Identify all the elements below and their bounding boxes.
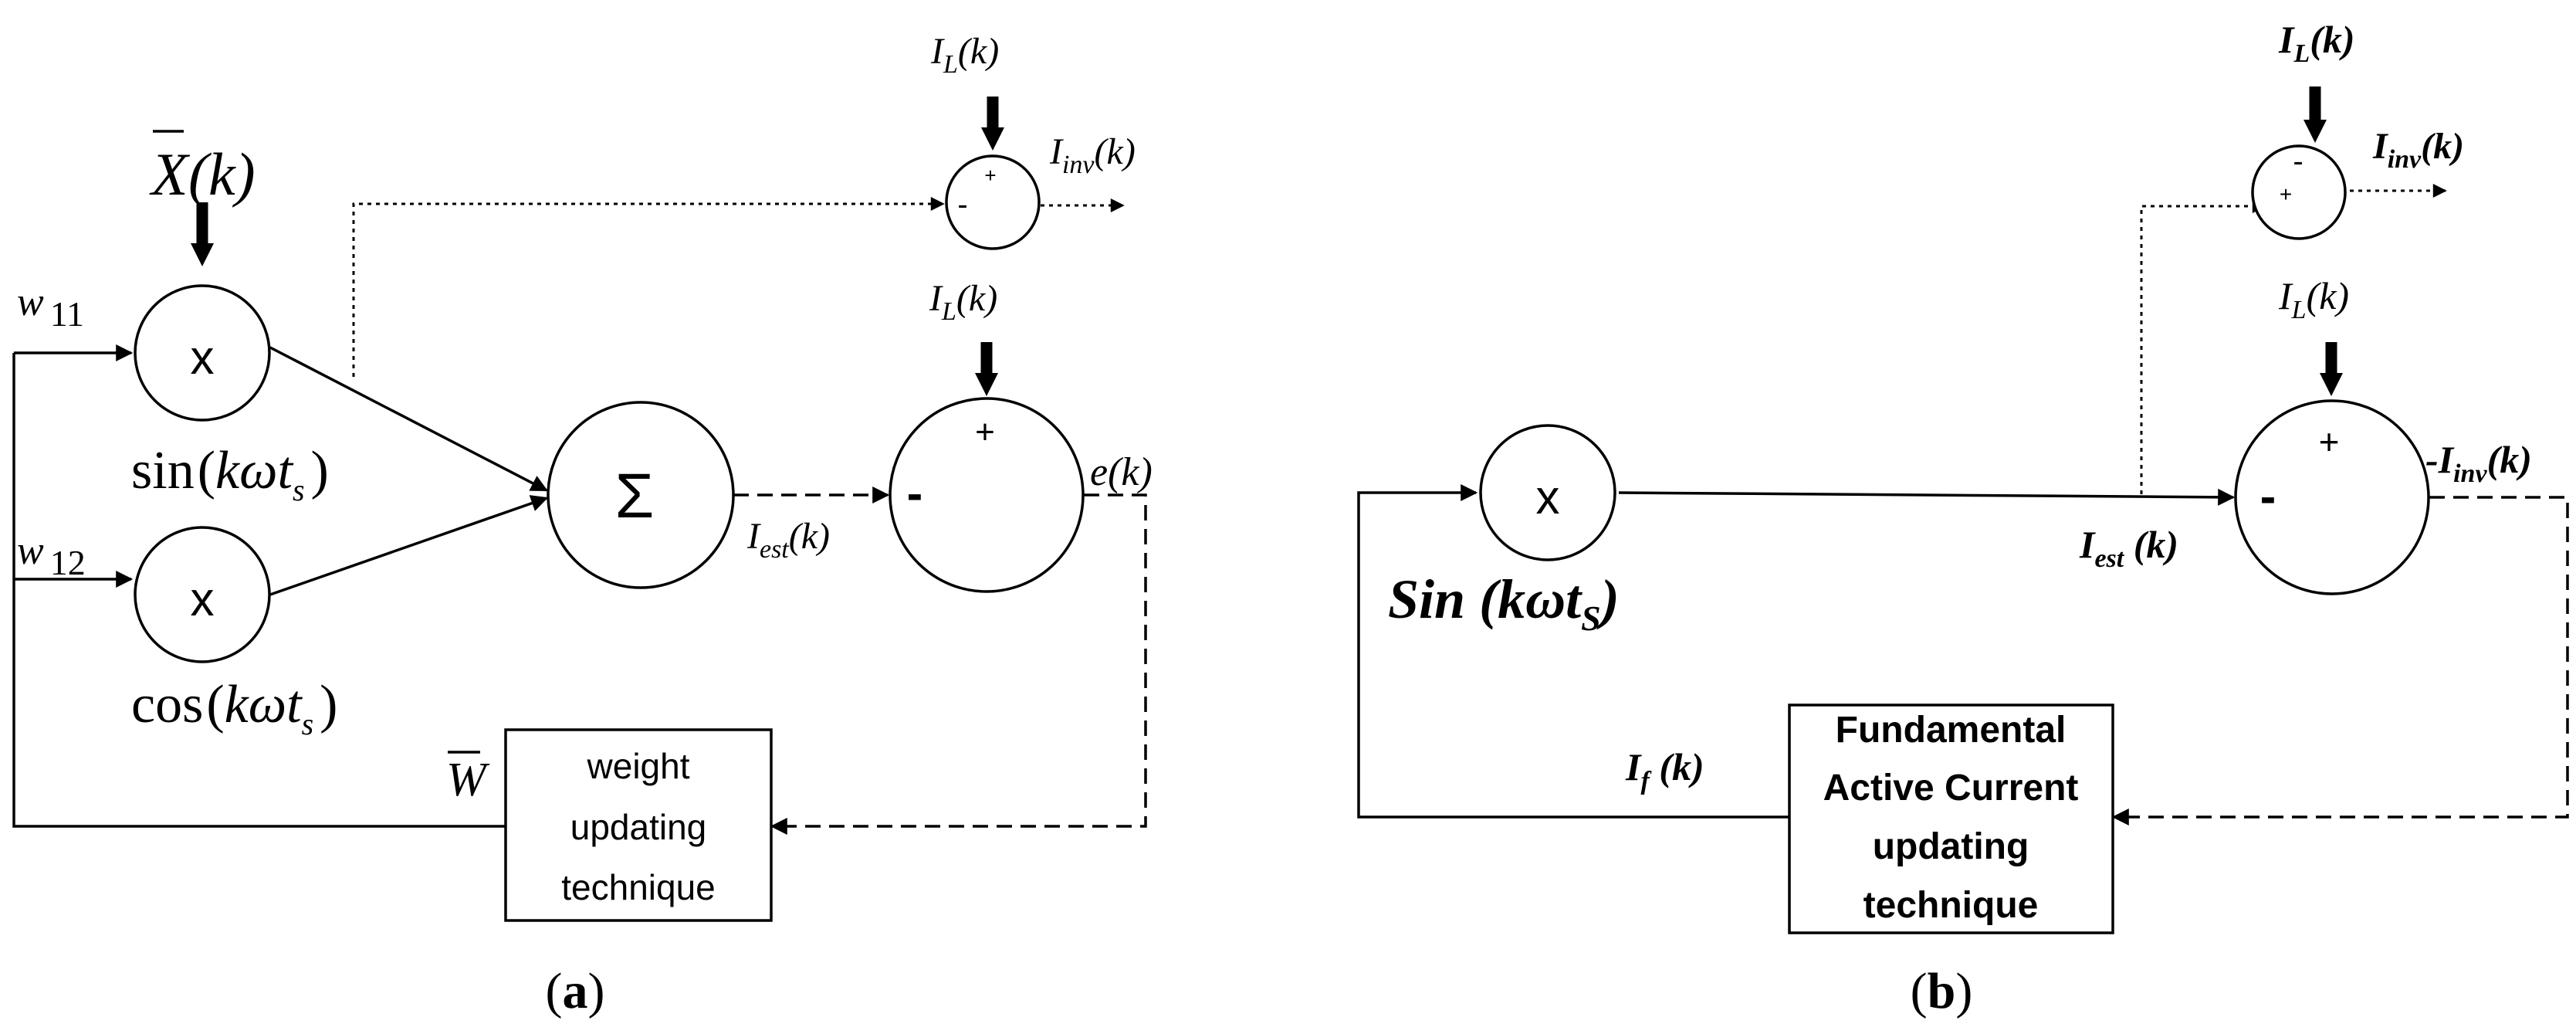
error-label: e(k) (1090, 450, 1153, 494)
summing-node (547, 401, 735, 589)
mid-node-plus-sign: + (975, 413, 995, 451)
mid-node-minus-sign-b: - (2260, 470, 2276, 524)
error-node (889, 397, 1085, 593)
fundamental-update-line-4: technique (1863, 885, 2039, 926)
weight-update-line-3: technique (561, 867, 716, 907)
top-node-plus-sign: + (984, 164, 996, 187)
iest-arrow-b (1618, 488, 2236, 506)
cos-multiplier-node (134, 526, 271, 663)
fundamental-update-box (1788, 703, 2114, 934)
fundamental-update-line-3: updating (1873, 826, 2029, 867)
x-label-base: X (149, 141, 191, 208)
if-label-b: If (k) (1625, 745, 1704, 795)
sin-to-sum-arrow (269, 346, 548, 492)
iinv-label: Iinv(k) (1049, 131, 1136, 179)
fundamental-update-line-2: Active Current (1823, 768, 2079, 809)
top-node-minus-sign-b: - (2293, 144, 2303, 178)
sin-multiplier-symbol: x (191, 331, 215, 385)
cos-multiplier-symbol: x (191, 573, 215, 626)
il-mid-label: IL(k) (929, 278, 997, 326)
cos-to-sum-arrow (269, 495, 549, 596)
panel-a-caption: (a) (546, 963, 605, 1019)
il-top-label-b: IL(k) (2278, 18, 2355, 68)
mid-node-minus-sign: - (907, 467, 923, 520)
cos-basis-label: cos(kωts) (131, 675, 337, 741)
panel-b-connectors (1357, 86, 2569, 826)
x-label-arg: (k) (188, 141, 256, 208)
error-feedback-arrow (770, 493, 1147, 835)
x-input-label: X (k) (149, 130, 256, 208)
error-feedback-arrow-b (2111, 496, 2569, 826)
svg-text:W: W (446, 754, 490, 806)
inverter-current-node (945, 154, 1041, 250)
weight-feedback-line (12, 353, 506, 828)
weight-update-box (504, 728, 773, 922)
mid-node-plus-sign-b: + (2319, 422, 2340, 462)
il-top-label: IL(k) (930, 31, 999, 79)
weight-update-line-2: updating (570, 807, 707, 847)
panel-b-caption: (b) (1911, 963, 1973, 1019)
sum-symbol: Σ (615, 461, 655, 531)
inverter-current-node-b (2251, 144, 2347, 240)
top-node-plus-sign-b: + (2280, 182, 2292, 206)
iinv-label-b: Iinv(k) (2372, 126, 2464, 174)
fundamental-feedback-line (1357, 484, 1789, 819)
iest-label-b: Iest (k) (2079, 523, 2178, 573)
sin-basis-label-b: Sin (kωtS) (1388, 568, 1620, 638)
sin-basis-label: sin(kωts) (131, 441, 329, 507)
iest-label: Iest(k) (746, 516, 830, 564)
neg-iinv-label-b: -Iinv(k) (2425, 438, 2532, 488)
sin-multiplier-symbol-b: x (1536, 471, 1560, 524)
top-node-minus-sign: - (957, 188, 967, 222)
panel-b: x Sin (kωtS) IL(k) Iinv(k) IL(k) -Iinv(k… (1357, 18, 2569, 1019)
panel-a-connectors (12, 97, 1147, 835)
fundamental-update-line-1: Fundamental (1836, 710, 2067, 751)
w-bar-label: W (446, 751, 490, 806)
dotted-to-inv-arrow-b (2140, 199, 2266, 494)
weight-update-line-1: weight (587, 746, 690, 786)
error-node-b (2234, 399, 2430, 595)
sin-multiplier-node (134, 284, 271, 422)
sin-multiplier-node-b (1479, 424, 1616, 561)
dotted-to-inv-arrow (352, 197, 945, 377)
il-mid-label-b: IL(k) (2278, 274, 2349, 324)
